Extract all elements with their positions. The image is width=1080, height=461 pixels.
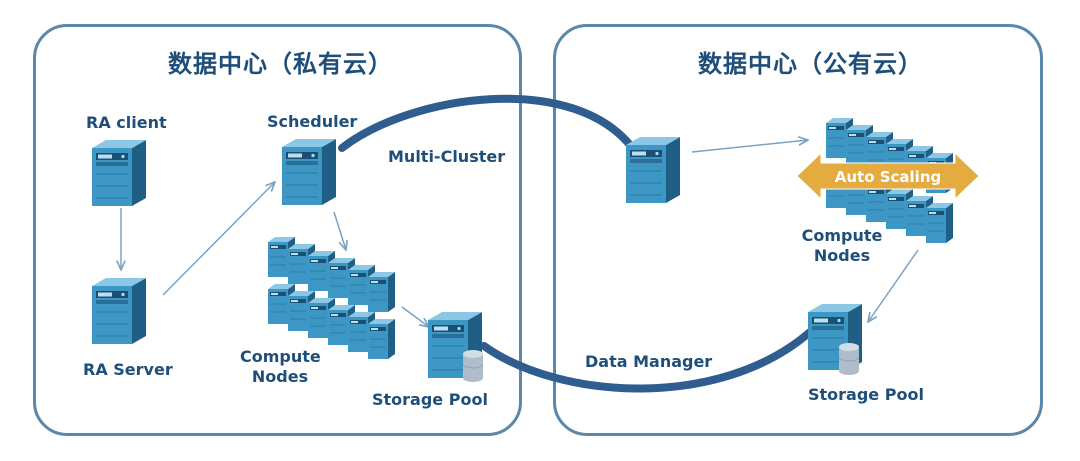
public-compute-nodes-line2: Nodes bbox=[813, 246, 871, 265]
flow-arrows bbox=[121, 140, 919, 327]
public-compute-nodes-label: Compute Nodes bbox=[797, 226, 887, 266]
ra-server-label: RA Server bbox=[83, 360, 173, 379]
data-manager-link bbox=[480, 328, 814, 393]
multi-cluster-link bbox=[338, 94, 638, 154]
private-storage-disk-icon bbox=[463, 350, 483, 382]
private-compute-nodes-line2: Nodes bbox=[251, 367, 309, 386]
ra-client-server-icon bbox=[92, 140, 147, 206]
public-compute-nodes-line1: Compute bbox=[801, 226, 883, 245]
scheduler-server-icon bbox=[282, 139, 337, 205]
auto-scaling-arrow bbox=[796, 151, 980, 201]
ra-server-icon bbox=[92, 278, 147, 344]
public-storage-disk-icon bbox=[839, 343, 859, 375]
data-manager-label: Data Manager bbox=[585, 352, 713, 371]
private-compute-nodes-line1: Compute bbox=[240, 347, 321, 366]
ra-client-label: RA client bbox=[86, 113, 167, 132]
private-storage-pool-label: Storage Pool bbox=[372, 390, 488, 409]
multi-cluster-label: Multi-Cluster bbox=[388, 147, 506, 166]
public-cloud-title: 数据中心（公有云） bbox=[698, 50, 923, 78]
scheduler-label: Scheduler bbox=[267, 112, 358, 131]
private-compute-nodes-icon bbox=[268, 237, 396, 359]
auto-scaling-label: Auto Scaling bbox=[835, 168, 942, 186]
private-compute-nodes-label: Compute Nodes bbox=[240, 347, 321, 387]
private-cloud-title: 数据中心（私有云） bbox=[168, 50, 393, 78]
public-gateway-server-icon bbox=[626, 137, 681, 203]
public-cloud-panel bbox=[553, 24, 1043, 436]
public-storage-pool-label: Storage Pool bbox=[808, 385, 924, 404]
